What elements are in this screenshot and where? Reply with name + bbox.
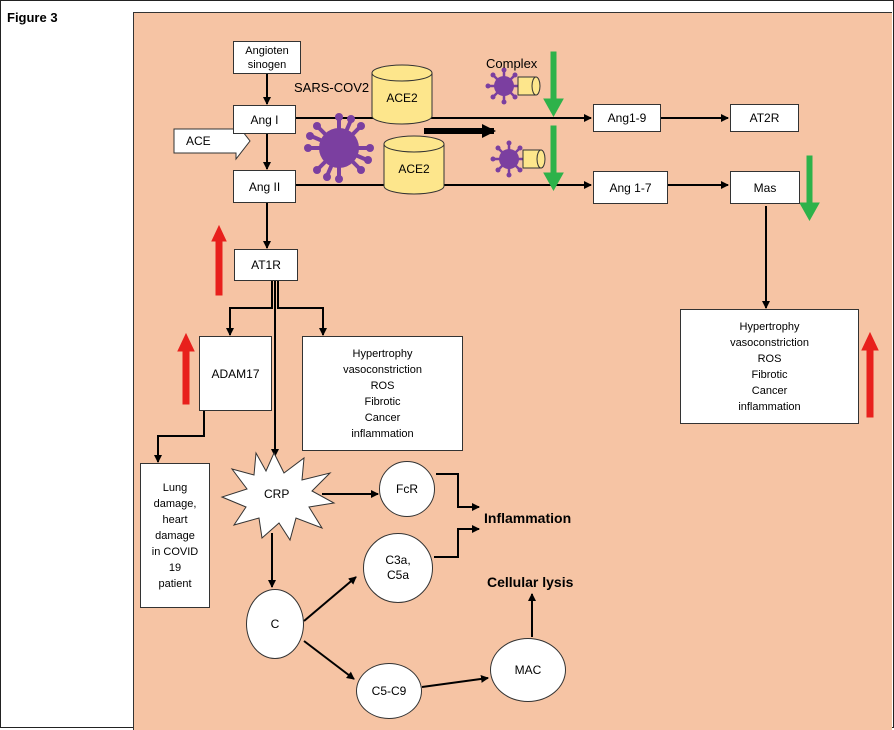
arrow-c-c5c9 bbox=[303, 640, 355, 680]
sars-cov2-label: SARS-COV2 bbox=[294, 80, 370, 95]
ang19-box: Ang1-9 bbox=[593, 104, 661, 132]
crp-starburst bbox=[220, 451, 336, 542]
arrow-c-c3a bbox=[303, 576, 357, 622]
ace2-cylinder-bottom bbox=[383, 135, 445, 195]
sars-cov2-virus-icon bbox=[302, 111, 376, 185]
c5-c9-node: C5-C9 bbox=[356, 663, 422, 719]
at1r-box: AT1R bbox=[234, 249, 298, 281]
c3a-c5a-node: C3a, C5a bbox=[363, 533, 433, 603]
arrow-c3a-inflammation bbox=[434, 525, 480, 558]
ang17-box: Ang 1-7 bbox=[593, 171, 668, 204]
adam17-box: ADAM17 bbox=[199, 336, 272, 411]
red-up-arrow-3 bbox=[861, 331, 879, 418]
c-node: C bbox=[246, 589, 304, 659]
effects-box-right: Hypertrophy vasoconstriction ROS Fibroti… bbox=[680, 309, 859, 424]
figure-label: Figure 3 bbox=[7, 10, 58, 25]
ace-label: ACE bbox=[186, 134, 211, 148]
ang2-box: Ang II bbox=[233, 170, 296, 203]
ace2-cylinder-top bbox=[371, 64, 433, 125]
green-down-arrow-2 bbox=[543, 125, 564, 192]
crp-label: CRP bbox=[264, 487, 290, 501]
red-up-arrow-1 bbox=[211, 224, 227, 296]
red-up-arrow-2 bbox=[177, 332, 195, 405]
complex-top-icon bbox=[484, 66, 541, 106]
fcr-node: FcR bbox=[379, 461, 435, 517]
arrow-adam17-lung bbox=[154, 411, 205, 463]
arrow-at1r-adam17 bbox=[226, 281, 273, 336]
diagram-canvas: Angioten sinogen Ang I Ang II ACE AT1R A… bbox=[133, 12, 892, 730]
ace2-top-label: ACE2 bbox=[386, 91, 418, 105]
lung-damage-box: Lung damage, heart damage in COVID 19 pa… bbox=[140, 463, 210, 608]
arrow-c5c9-mac bbox=[421, 674, 489, 688]
arrow-fcr-inflammation bbox=[436, 473, 480, 511]
arrow-at1r-effects bbox=[277, 281, 327, 336]
ace2-bottom-label: ACE2 bbox=[398, 162, 430, 176]
mas-box: Mas bbox=[730, 171, 800, 204]
complex-label: Complex bbox=[486, 56, 538, 71]
angiotensinogen-box: Angioten sinogen bbox=[233, 41, 301, 74]
cellular-lysis-label: Cellular lysis bbox=[487, 574, 574, 590]
complex-bottom-icon bbox=[489, 139, 546, 179]
mac-node: MAC bbox=[490, 638, 566, 702]
effects-box-left: Hypertrophy vasoconstriction ROS Fibroti… bbox=[302, 336, 463, 451]
inflammation-label: Inflammation bbox=[484, 510, 572, 526]
ang1-box: Ang I bbox=[233, 105, 296, 134]
green-down-arrow-3 bbox=[799, 155, 820, 222]
at2r-box: AT2R bbox=[730, 104, 799, 132]
green-down-arrow-1 bbox=[543, 51, 564, 118]
